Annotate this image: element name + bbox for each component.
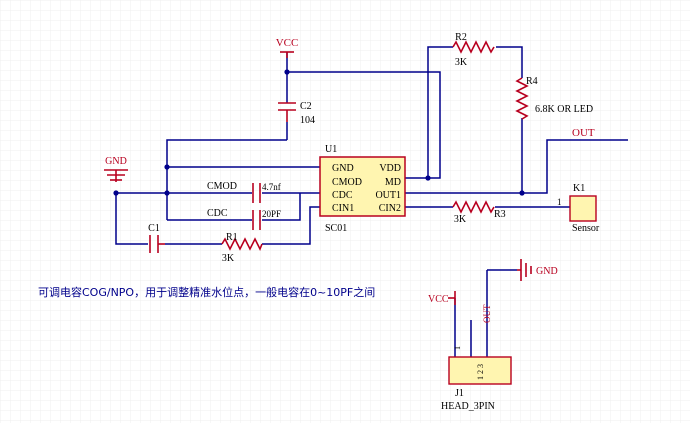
header-part: HEAD_3PIN <box>441 401 495 412</box>
c2-name: C2 <box>300 101 312 112</box>
u1-body <box>319 156 406 217</box>
gnd-header-symbol <box>517 259 532 281</box>
r3-resistor <box>452 200 495 214</box>
gnd-header-label: GND <box>536 266 558 277</box>
c1-capacitor <box>149 235 165 253</box>
u1-designator: U1 <box>325 144 337 155</box>
cmod-label: CMOD <box>207 181 237 192</box>
r4-value: 6.8K OR LED <box>535 104 593 115</box>
r4-name: R4 <box>526 76 538 87</box>
r4-resistor <box>515 77 529 120</box>
r1-value: 3K <box>222 253 235 264</box>
c1-name: C1 <box>148 223 160 234</box>
r1-resistor <box>221 237 263 251</box>
cmod-value: 4.7nf <box>262 182 281 192</box>
header-pin1-mark: 1 <box>453 346 462 350</box>
gnd-left-symbol <box>104 169 128 182</box>
sensor-k1-pad <box>569 195 597 222</box>
cmod-capacitor <box>252 183 261 203</box>
sensor-designator: K1 <box>573 183 585 194</box>
gnd-left-label: GND <box>105 156 127 167</box>
pin-left-gnd: GND <box>332 163 354 174</box>
cdc-value: 20PF <box>262 209 281 219</box>
vcc-top-label: VCC <box>276 37 299 49</box>
vcc-header-label: VCC <box>428 294 449 305</box>
pin-left-cdc: CDC <box>332 190 353 201</box>
out-net-label: OUT <box>572 127 595 139</box>
vcc-top-symbol <box>280 51 294 58</box>
r2-name: R2 <box>455 32 467 43</box>
r2-value: 3K <box>455 57 468 68</box>
pin-right-vdd: VDD <box>379 163 401 174</box>
capacitor-note: 可调电容COG/NPO，用于调整精准水位点，一般电容在0~10PF之间 <box>38 285 375 299</box>
pin-left-cmod: CMOD <box>332 177 362 188</box>
header-j1-body <box>448 356 512 385</box>
u1-chip <box>319 156 406 217</box>
c2-value: 104 <box>300 115 315 126</box>
sensor-pin: 1 <box>557 197 562 207</box>
c2-capacitor <box>278 102 296 122</box>
pin-right-md: MD <box>385 177 401 188</box>
sensor-name: Sensor <box>572 223 600 234</box>
r3-name: R3 <box>494 209 506 220</box>
pin-right-cin2: CIN2 <box>379 203 401 214</box>
cdc-label: CDC <box>207 208 228 219</box>
cdc-capacitor <box>252 210 261 230</box>
header-designator: J1 <box>455 388 464 399</box>
header-pin-text: 1 2 3 <box>476 364 485 380</box>
u1-part: SC01 <box>325 223 347 234</box>
r2-resistor <box>452 40 495 54</box>
pin-right-out1: OUT1 <box>375 190 401 201</box>
vcc-header-symbol <box>448 291 456 305</box>
header-out-label: OUT <box>482 304 492 323</box>
junctions <box>113 69 525 196</box>
pin-left-cin1: CIN1 <box>332 203 354 214</box>
wires <box>115 46 628 357</box>
r3-value: 3K <box>454 214 467 225</box>
r1-name: R1 <box>226 232 238 243</box>
